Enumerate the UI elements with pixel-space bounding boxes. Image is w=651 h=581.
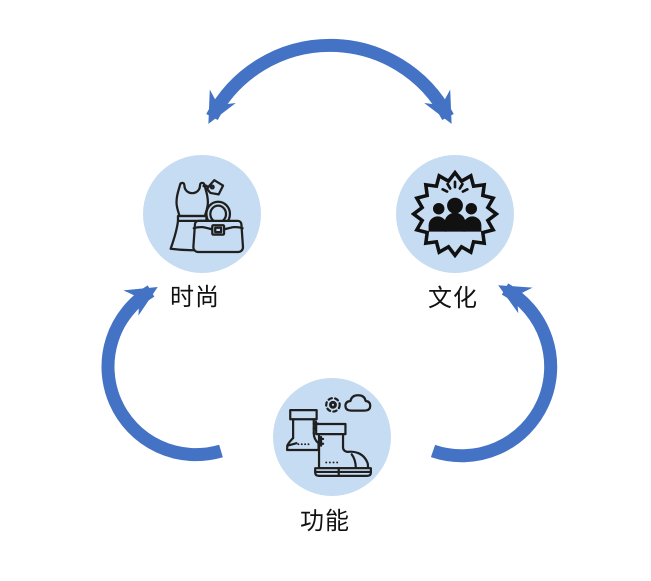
starburst-seal [411, 170, 499, 258]
arrow-fashion-culture-bidirectional [206, 38, 454, 124]
rain-boots-icon [285, 394, 372, 477]
node-fashion [143, 155, 261, 273]
node-culture [396, 155, 514, 273]
arrow-function-to-culture [430, 283, 558, 463]
arrow-function-to-fashion [101, 285, 223, 462]
node-fashion-label: 时尚 [170, 284, 220, 311]
community-badge-icon [411, 170, 499, 258]
node-culture-label: 文化 [428, 285, 478, 312]
dress-handbag-icon [169, 179, 245, 254]
node-function-label: 功能 [300, 508, 350, 535]
node-function [273, 378, 391, 496]
